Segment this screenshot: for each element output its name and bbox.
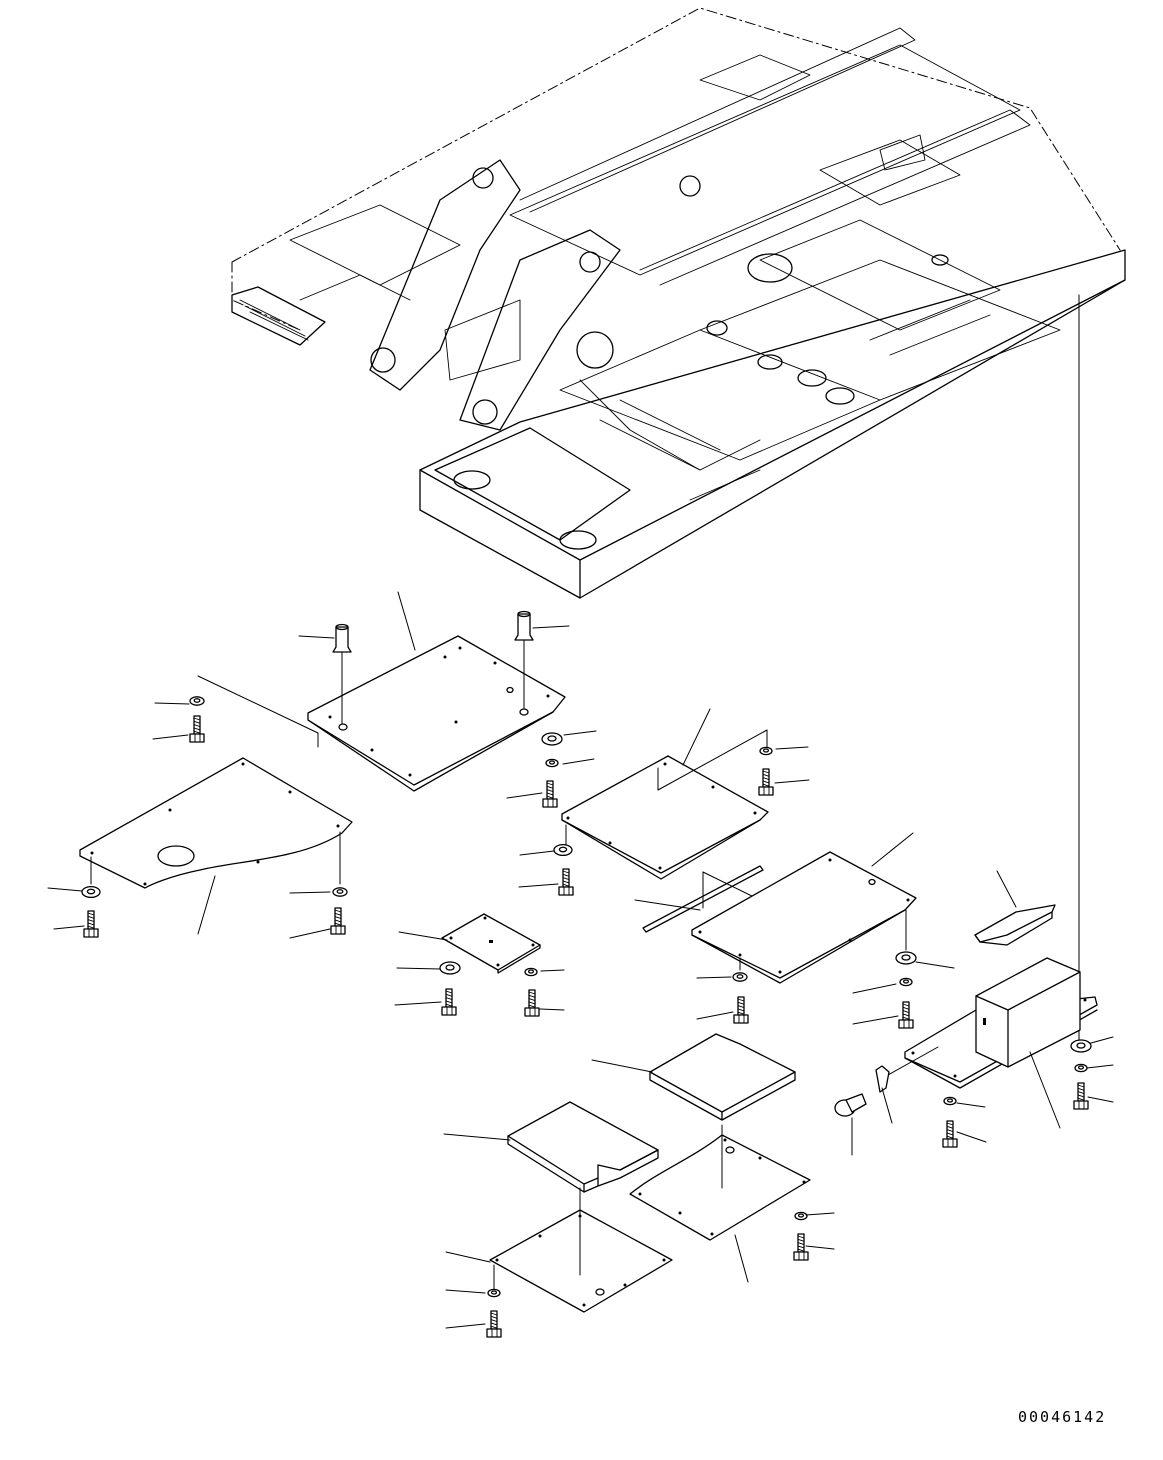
leader-line bbox=[540, 969, 565, 972]
pin-right bbox=[514, 610, 570, 641]
leader-line bbox=[805, 1212, 835, 1216]
lid bbox=[974, 870, 1056, 946]
leader-line bbox=[394, 1001, 442, 1006]
leader-line bbox=[539, 1008, 565, 1011]
cover-plate-left bbox=[79, 757, 353, 935]
cover-plate-center bbox=[561, 708, 769, 880]
washer bbox=[899, 977, 913, 987]
bolt bbox=[441, 988, 457, 1016]
bolt bbox=[524, 989, 540, 1017]
leader-line bbox=[956, 1102, 986, 1108]
leader-line bbox=[774, 779, 810, 784]
leader-line bbox=[696, 976, 732, 979]
under-cover-left bbox=[445, 1187, 673, 1313]
bolt bbox=[189, 715, 205, 743]
pad-upper bbox=[591, 1033, 796, 1121]
bolt bbox=[793, 1233, 809, 1261]
washer bbox=[1070, 1039, 1092, 1053]
bolt bbox=[542, 780, 558, 808]
pin-left bbox=[298, 623, 352, 653]
leader-line bbox=[1086, 1064, 1114, 1069]
leader-line bbox=[289, 928, 331, 939]
leader-line bbox=[289, 891, 331, 894]
washer bbox=[439, 961, 461, 975]
under-cover-right bbox=[629, 1124, 811, 1283]
bolt bbox=[83, 910, 99, 938]
leader-line bbox=[518, 883, 559, 888]
shoulder-bolt bbox=[834, 1093, 867, 1156]
washer bbox=[524, 967, 538, 977]
bolt bbox=[942, 1120, 958, 1148]
leader-line bbox=[506, 792, 543, 799]
leader-line bbox=[1087, 1096, 1114, 1103]
leader-line bbox=[696, 1011, 734, 1020]
cover-plate-right bbox=[691, 832, 917, 984]
bolt bbox=[758, 768, 774, 796]
leader-line bbox=[445, 1323, 486, 1329]
washer bbox=[1074, 1063, 1088, 1073]
bolt bbox=[486, 1310, 502, 1338]
leader-line bbox=[805, 1245, 835, 1250]
box-cover bbox=[887, 957, 1098, 1129]
leader-line bbox=[152, 734, 189, 740]
bolt bbox=[558, 868, 574, 896]
revolving-frame bbox=[231, 7, 1126, 599]
leader-line bbox=[915, 961, 955, 969]
leader-line bbox=[852, 983, 897, 994]
small-cover-plate bbox=[398, 913, 541, 974]
leader-line bbox=[852, 1015, 899, 1025]
washer bbox=[553, 843, 573, 857]
washer bbox=[732, 972, 748, 982]
leader-line bbox=[53, 925, 85, 930]
fasteners bbox=[47, 696, 1114, 1338]
leader-line bbox=[519, 850, 555, 856]
drawing-number: 00046142 bbox=[1018, 1408, 1107, 1426]
leader-line bbox=[47, 887, 83, 892]
bolt bbox=[733, 996, 749, 1024]
pad-lower bbox=[443, 1101, 659, 1193]
washer bbox=[759, 746, 773, 756]
leader-line bbox=[562, 758, 595, 765]
clip bbox=[875, 1065, 893, 1124]
washer bbox=[81, 885, 101, 899]
washer bbox=[895, 951, 917, 965]
washer bbox=[943, 1096, 957, 1106]
bolt bbox=[330, 907, 346, 935]
bolt bbox=[898, 1001, 914, 1029]
leader-line bbox=[775, 746, 809, 750]
leader-line bbox=[396, 967, 441, 970]
washer bbox=[794, 1211, 808, 1221]
leader-line bbox=[1090, 1036, 1114, 1044]
washer bbox=[332, 887, 348, 897]
leader-line bbox=[956, 1131, 987, 1143]
washer bbox=[189, 696, 205, 706]
washer bbox=[545, 758, 559, 768]
leader-line bbox=[445, 1289, 486, 1294]
seal-strip bbox=[634, 865, 764, 933]
washer bbox=[487, 1288, 501, 1298]
bolt bbox=[1073, 1082, 1089, 1110]
leader-line bbox=[154, 702, 190, 705]
leader-line bbox=[563, 730, 597, 736]
cover-plate-upper bbox=[197, 591, 566, 792]
washer bbox=[541, 732, 563, 746]
